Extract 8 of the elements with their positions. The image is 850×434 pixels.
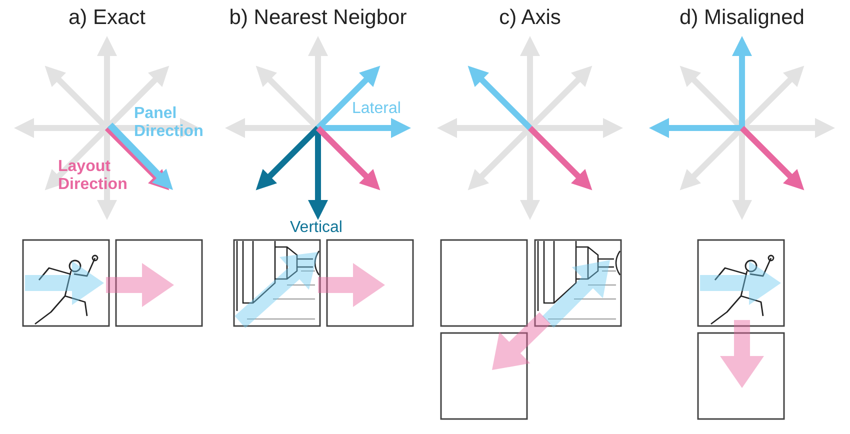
direction-label: Vertical bbox=[290, 219, 342, 237]
direction-label: Lateral bbox=[352, 100, 401, 118]
direction-label: Panel Direction bbox=[134, 105, 204, 140]
panel-title: d) Misaligned bbox=[680, 6, 804, 30]
panel-title: a) Exact bbox=[68, 6, 146, 30]
panel-title: c) Axis bbox=[499, 6, 561, 30]
direction-label: Layout Direction bbox=[58, 158, 128, 194]
panel-title: b) Nearest Neigbor bbox=[229, 6, 407, 30]
